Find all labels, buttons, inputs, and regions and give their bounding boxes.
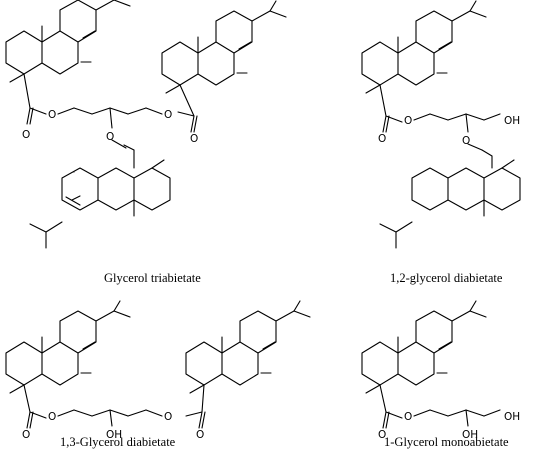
ester-oxygen: O xyxy=(48,411,56,423)
caption-glycerol-triabietate: Glycerol triabietate xyxy=(104,271,201,285)
carbonyl-oxygen: O xyxy=(378,133,386,145)
abietic-skeleton-2a xyxy=(361,0,487,133)
carbonyl-oxygen: O xyxy=(378,429,386,441)
ester-oxygen-middle: O xyxy=(106,131,114,143)
glycerol-backbone-4 xyxy=(413,409,501,427)
glycerol-backbone-1 xyxy=(57,107,163,149)
ester-oxygen: O xyxy=(404,115,412,127)
molecule-1-glycerol-monoabietate: O O OH OH 1-Glycerol monoabietate xyxy=(361,300,520,449)
hydroxyl-group-secondary: OH xyxy=(462,429,478,441)
molecule-12-glycerol-diabietate: O O OH O 1,2-glycerol diabietate xyxy=(361,0,521,285)
carbonyl-oxygen: O xyxy=(22,429,30,441)
carbonyl-oxygen-right: O xyxy=(190,133,198,145)
abietic-skeleton-3b xyxy=(185,300,311,429)
ester-oxygen: O xyxy=(48,109,56,121)
carbonyl-oxygen-right: O xyxy=(196,429,204,441)
abietic-skeleton-1a xyxy=(5,0,131,125)
caption-12-glycerol-diabietate: 1,2-glycerol diabietate xyxy=(390,271,503,285)
ester-oxygen: O xyxy=(404,411,412,423)
hydroxyl-group: OH xyxy=(504,115,520,127)
abietic-skeleton-4 xyxy=(361,300,487,429)
ester-oxygen-right: O xyxy=(164,109,172,121)
glycerol-backbone-2 xyxy=(413,113,501,151)
abietic-skeleton-1b xyxy=(161,0,287,133)
molecule-glycerol-triabietate: O O O O xyxy=(5,0,287,285)
abietic-skeleton-2b xyxy=(411,159,521,217)
abietic-skeleton-1c-substituents xyxy=(29,144,135,249)
caption-13-glycerol-diabietate: 1,3-Glycerol diabietate xyxy=(60,435,176,449)
glycerol-backbone-3 xyxy=(57,409,163,427)
hydroxyl-group: OH xyxy=(106,429,122,441)
carbonyl-oxygen: O xyxy=(22,129,30,141)
ester-oxygen-middle: O xyxy=(462,135,470,147)
abietic-skeleton-3a xyxy=(5,300,131,429)
abietic-skeleton-1c xyxy=(61,159,171,217)
hydroxyl-group-primary: OH xyxy=(504,411,520,423)
abietic-skeleton-2b-substituents xyxy=(379,149,493,249)
caption-1-glycerol-monoabietate: 1-Glycerol monoabietate xyxy=(384,435,509,449)
molecule-13-glycerol-diabietate: O O OH O O 1 xyxy=(5,300,311,449)
ester-oxygen-right: O xyxy=(164,411,172,423)
